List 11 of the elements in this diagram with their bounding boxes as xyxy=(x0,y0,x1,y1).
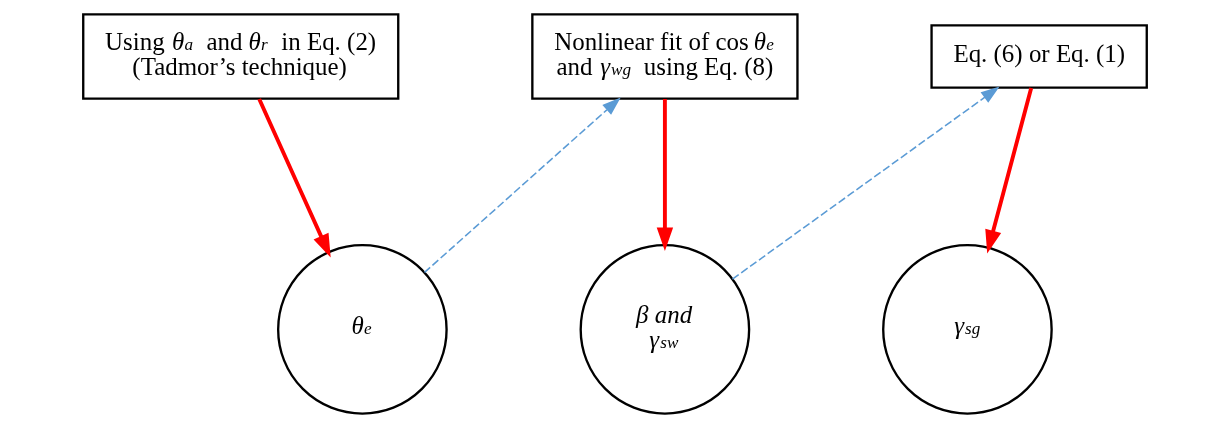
arrow xyxy=(656,99,673,251)
arrow xyxy=(256,98,331,258)
node-circle: γsg xyxy=(881,244,1053,415)
arrow xyxy=(423,97,621,274)
arrow xyxy=(984,87,1033,254)
node-circle: β and γsw xyxy=(579,244,750,415)
node-box: Nonlinear fit of cos θe and γwg using Eq. (8) xyxy=(530,13,799,100)
node-box: Eq. (6) or Eq. (1) xyxy=(929,24,1148,89)
arrow xyxy=(731,86,1000,280)
node-circle: θe xyxy=(276,244,448,415)
node-box: Using θa and θr in Eq. (2) (Tadmor’s technique) xyxy=(81,13,399,100)
